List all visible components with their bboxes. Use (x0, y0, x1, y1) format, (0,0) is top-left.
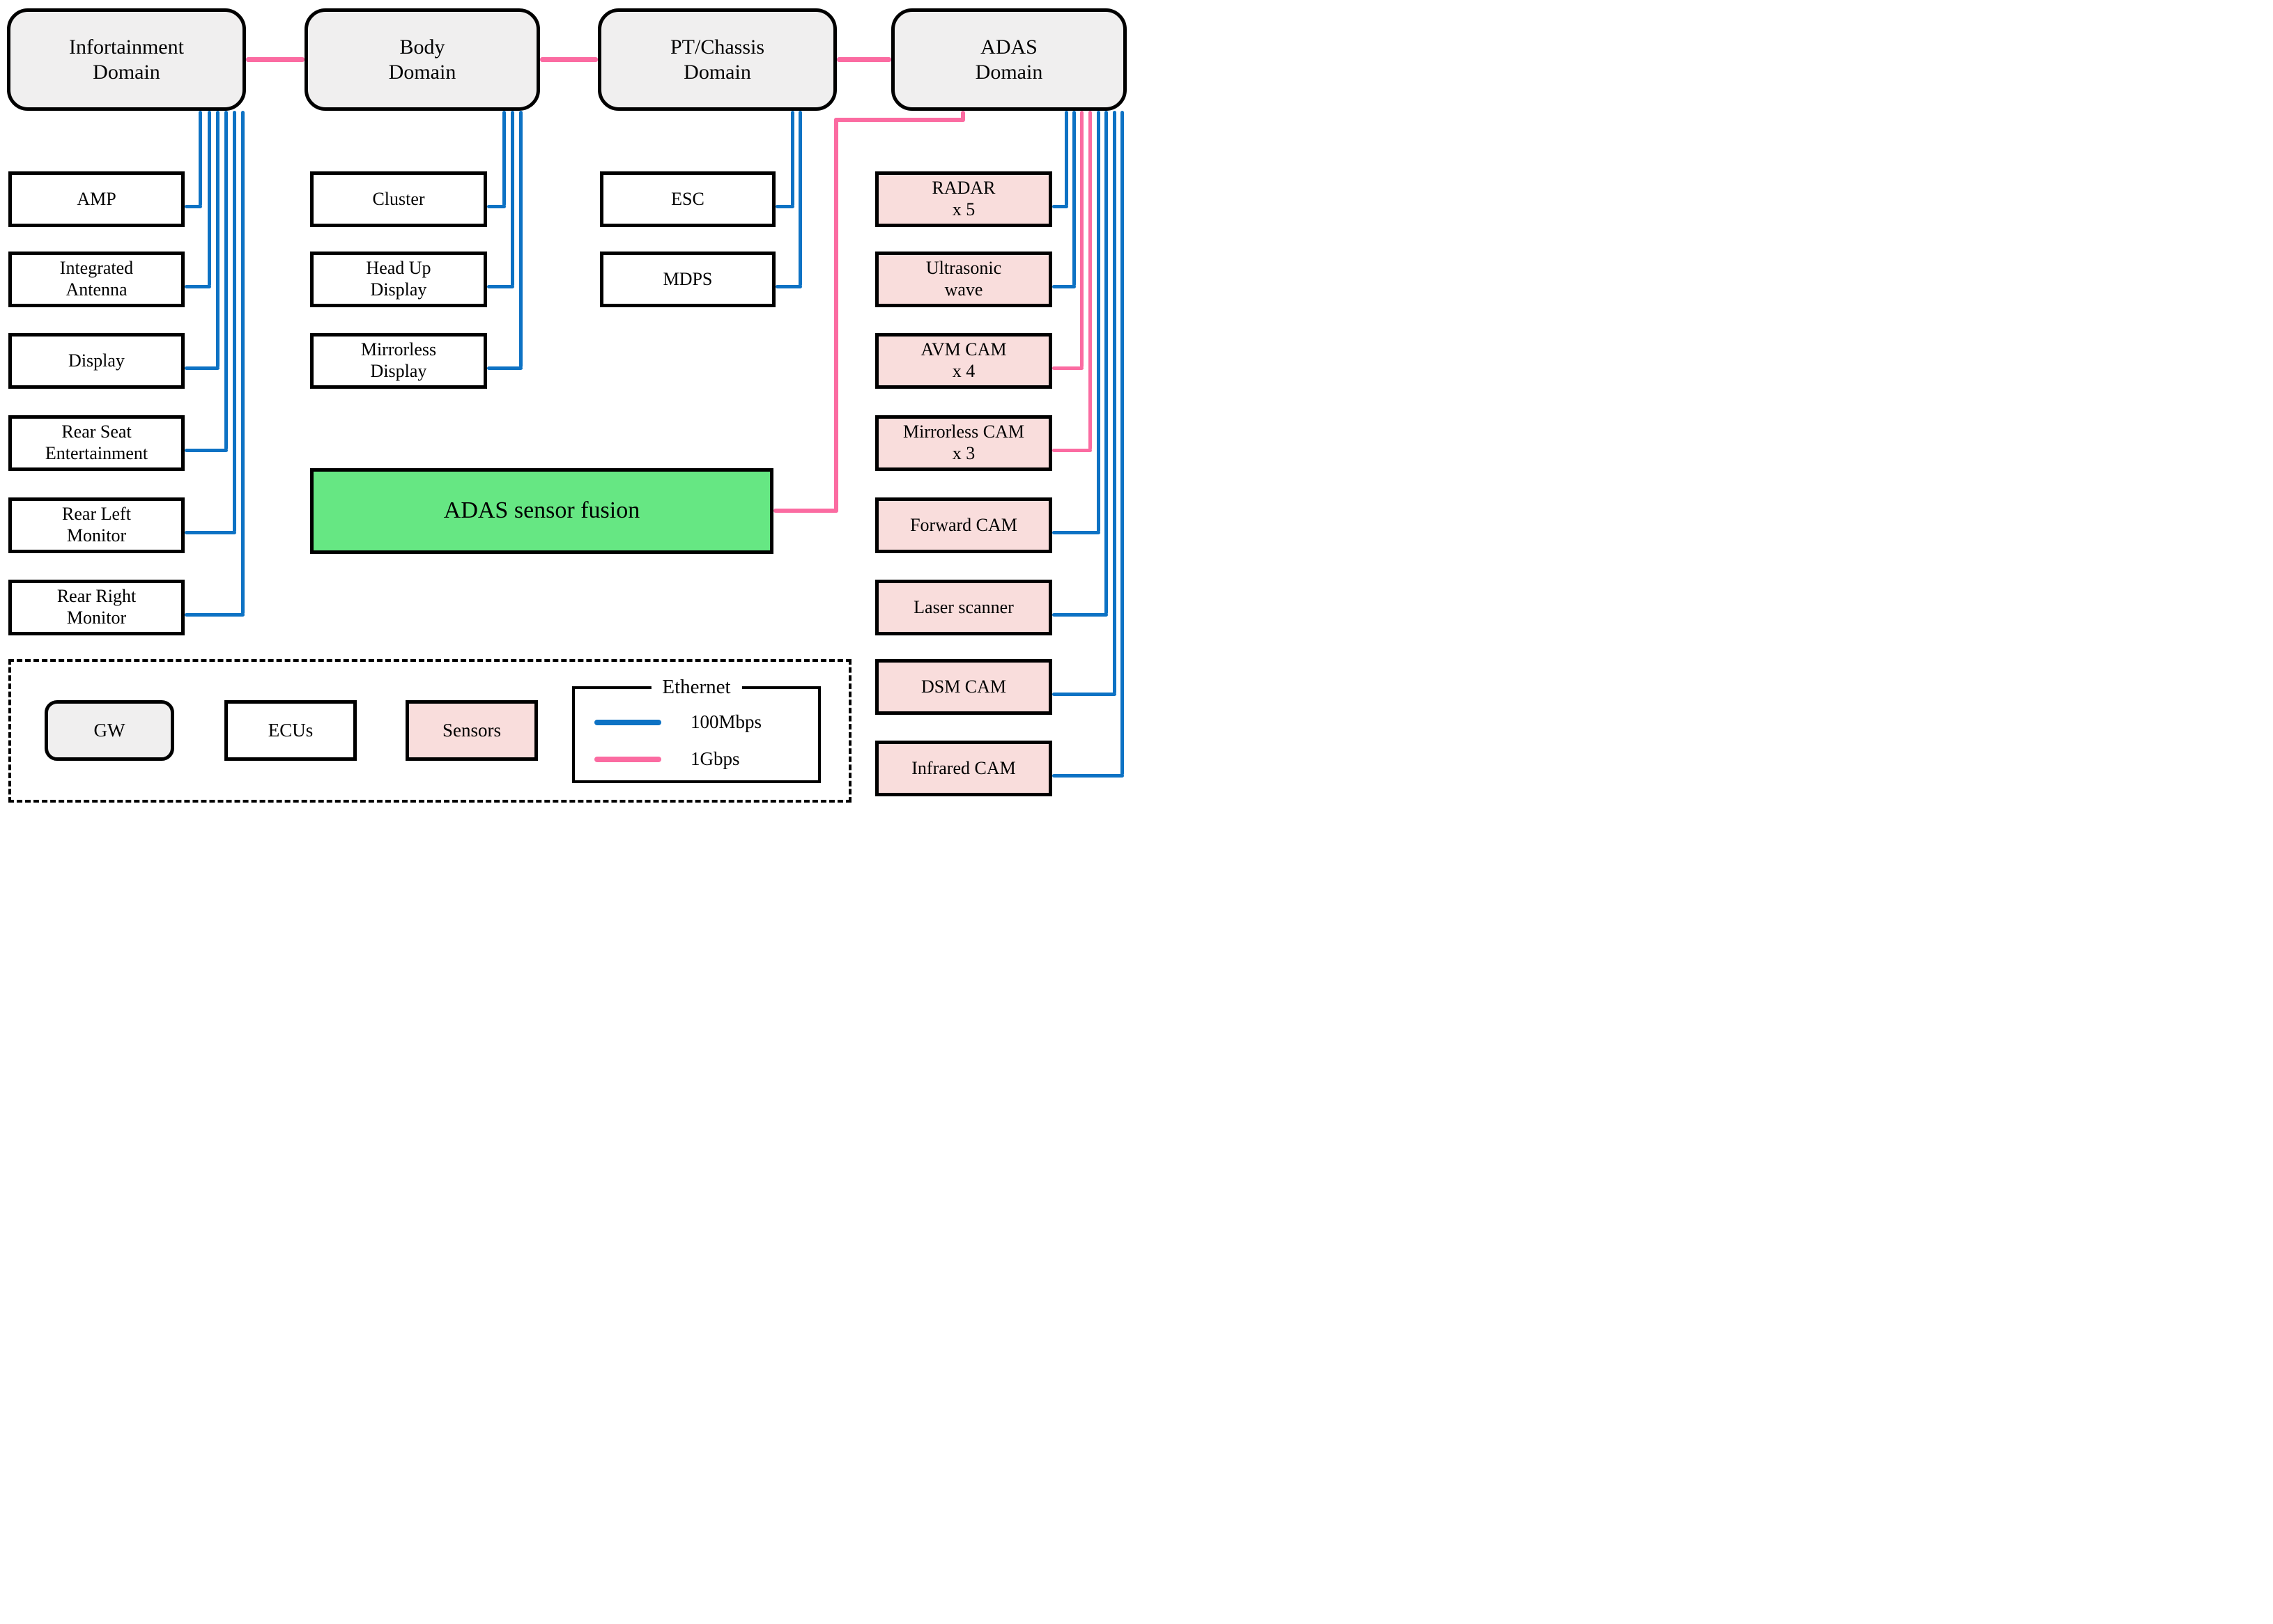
100mbps-line-swatch (594, 719, 661, 725)
ethernet-100mbps-line (1104, 111, 1108, 614)
ecu-integrated-antenna: Integrated Antenna (8, 252, 185, 307)
ethernet-100mbps-line (799, 111, 802, 286)
legend-frame (8, 659, 852, 803)
ethernet-100mbps-line (487, 285, 514, 288)
sensor-laser-scanner: Laser scanner (875, 580, 1052, 635)
ethernet-100mbps-line (1072, 111, 1076, 286)
legend-row-1gbps: 1Gbps (594, 750, 762, 768)
legend-row-100mbps: 100Mbps (594, 713, 762, 732)
ethernet-100mbps-line (185, 205, 202, 208)
ethernet-100mbps-line (519, 111, 523, 368)
ethernet-100mbps-line (1052, 531, 1100, 534)
ethernet-100mbps-line (241, 111, 245, 614)
ethernet-100mbps-line (185, 449, 228, 452)
ethernet-100mbps-line (185, 366, 219, 370)
ethernet-100mbps-line (511, 111, 514, 286)
ethernet-1gbps-line (1052, 366, 1084, 370)
ecu-rear-seat-entertainment: Rear Seat Entertainment (8, 415, 185, 471)
ethernet-100mbps-line (216, 111, 219, 368)
ecu-rear-right-monitor: Rear Right Monitor (8, 580, 185, 635)
ethernet-100mbps-line (185, 613, 245, 617)
ethernet-100mbps-line (776, 285, 802, 288)
ecu-cluster: Cluster (310, 171, 487, 227)
ethernet-1gbps-line (1052, 449, 1092, 452)
ethernet-1gbps-line (540, 57, 598, 62)
ethernet-1gbps-line (837, 57, 891, 62)
adas-sensor-fusion-box: ADAS sensor fusion (310, 468, 773, 554)
vehicle-network-diagram: Infortainment Domain Body Domain PT/Chas… (0, 0, 1136, 812)
ecu-display: Display (8, 333, 185, 389)
domain-body: Body Domain (305, 8, 540, 111)
legend-gw-chip: GW (45, 700, 174, 761)
ethernet-100mbps-line (185, 531, 236, 534)
domain-pt-chassis: PT/Chassis Domain (598, 8, 837, 111)
legend-ecus-chip: ECUs (224, 700, 357, 761)
ethernet-1gbps-line (1080, 111, 1084, 368)
sensor-ultrasonic-wave: Ultrasonic wave (875, 252, 1052, 307)
ethernet-100mbps-line (1097, 111, 1100, 532)
ethernet-100mbps-line (1052, 613, 1108, 617)
sensor-forward-cam: Forward CAM (875, 497, 1052, 553)
ethernet-100mbps-line (1120, 111, 1124, 775)
ecu-amp: AMP (8, 171, 185, 227)
ethernet-1gbps-line (834, 118, 838, 513)
ecu-esc: ESC (600, 171, 776, 227)
ecu-head-up-display: Head Up Display (310, 252, 487, 307)
ethernet-100mbps-line (502, 111, 506, 206)
ethernet-1gbps-line (961, 111, 965, 122)
ethernet-100mbps-line (791, 111, 794, 206)
ethernet-1gbps-line (1088, 111, 1092, 450)
ethernet-100mbps-line (487, 205, 506, 208)
ethernet-100mbps-line (776, 205, 794, 208)
ethernet-100mbps-line (487, 366, 523, 370)
ethernet-1gbps-line (773, 509, 838, 513)
domain-adas: ADAS Domain (891, 8, 1127, 111)
legend-sensors-chip: Sensors (406, 700, 538, 761)
ethernet-100mbps-line (199, 111, 202, 206)
1gbps-label: 1Gbps (691, 748, 740, 769)
sensor-infrared-cam: Infrared CAM (875, 741, 1052, 796)
ethernet-100mbps-line (233, 111, 236, 532)
ethernet-100mbps-line (1052, 205, 1068, 208)
domain-infotainment: Infortainment Domain (7, 8, 246, 111)
ecu-rear-left-monitor: Rear Left Monitor (8, 497, 185, 553)
sensor-mirrorless-cam: Mirrorless CAM x 3 (875, 415, 1052, 471)
1gbps-line-swatch (594, 756, 661, 762)
ethernet-100mbps-line (208, 111, 211, 286)
ethernet-100mbps-line (1113, 111, 1116, 694)
ethernet-100mbps-line (185, 285, 211, 288)
ethernet-100mbps-line (1065, 111, 1068, 206)
sensor-avm-cam: AVM CAM x 4 (875, 333, 1052, 389)
ethernet-100mbps-line (1052, 774, 1124, 778)
ethernet-100mbps-line (1052, 693, 1116, 696)
100mbps-label: 100Mbps (691, 711, 762, 732)
ethernet-100mbps-line (224, 111, 228, 450)
ethernet-1gbps-line (834, 118, 965, 122)
ethernet-legend-rows: 100Mbps 1Gbps (594, 713, 762, 768)
ecu-mirrorless-display: Mirrorless Display (310, 333, 487, 389)
ethernet-100mbps-line (1052, 285, 1076, 288)
sensor-dsm-cam: DSM CAM (875, 659, 1052, 715)
sensor-radar: RADAR x 5 (875, 171, 1052, 227)
ethernet-legend-box: Ethernet 100Mbps 1Gbps (572, 676, 821, 783)
ethernet-1gbps-line (246, 57, 305, 62)
ecu-mdps: MDPS (600, 252, 776, 307)
ethernet-legend-title: Ethernet (651, 676, 742, 699)
